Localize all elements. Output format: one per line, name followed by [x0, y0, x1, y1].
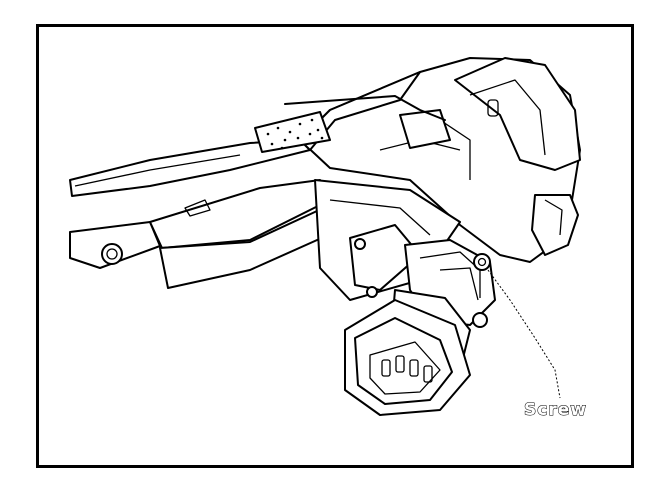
housing-body: [299, 57, 581, 263]
screw-leader-line: [487, 269, 561, 399]
electrical-connector: [344, 289, 471, 416]
left-mounting-arm: [69, 139, 336, 289]
foam-pad: [254, 111, 331, 153]
cable: [284, 95, 446, 121]
screw-callout-label: Screw: [524, 400, 587, 421]
